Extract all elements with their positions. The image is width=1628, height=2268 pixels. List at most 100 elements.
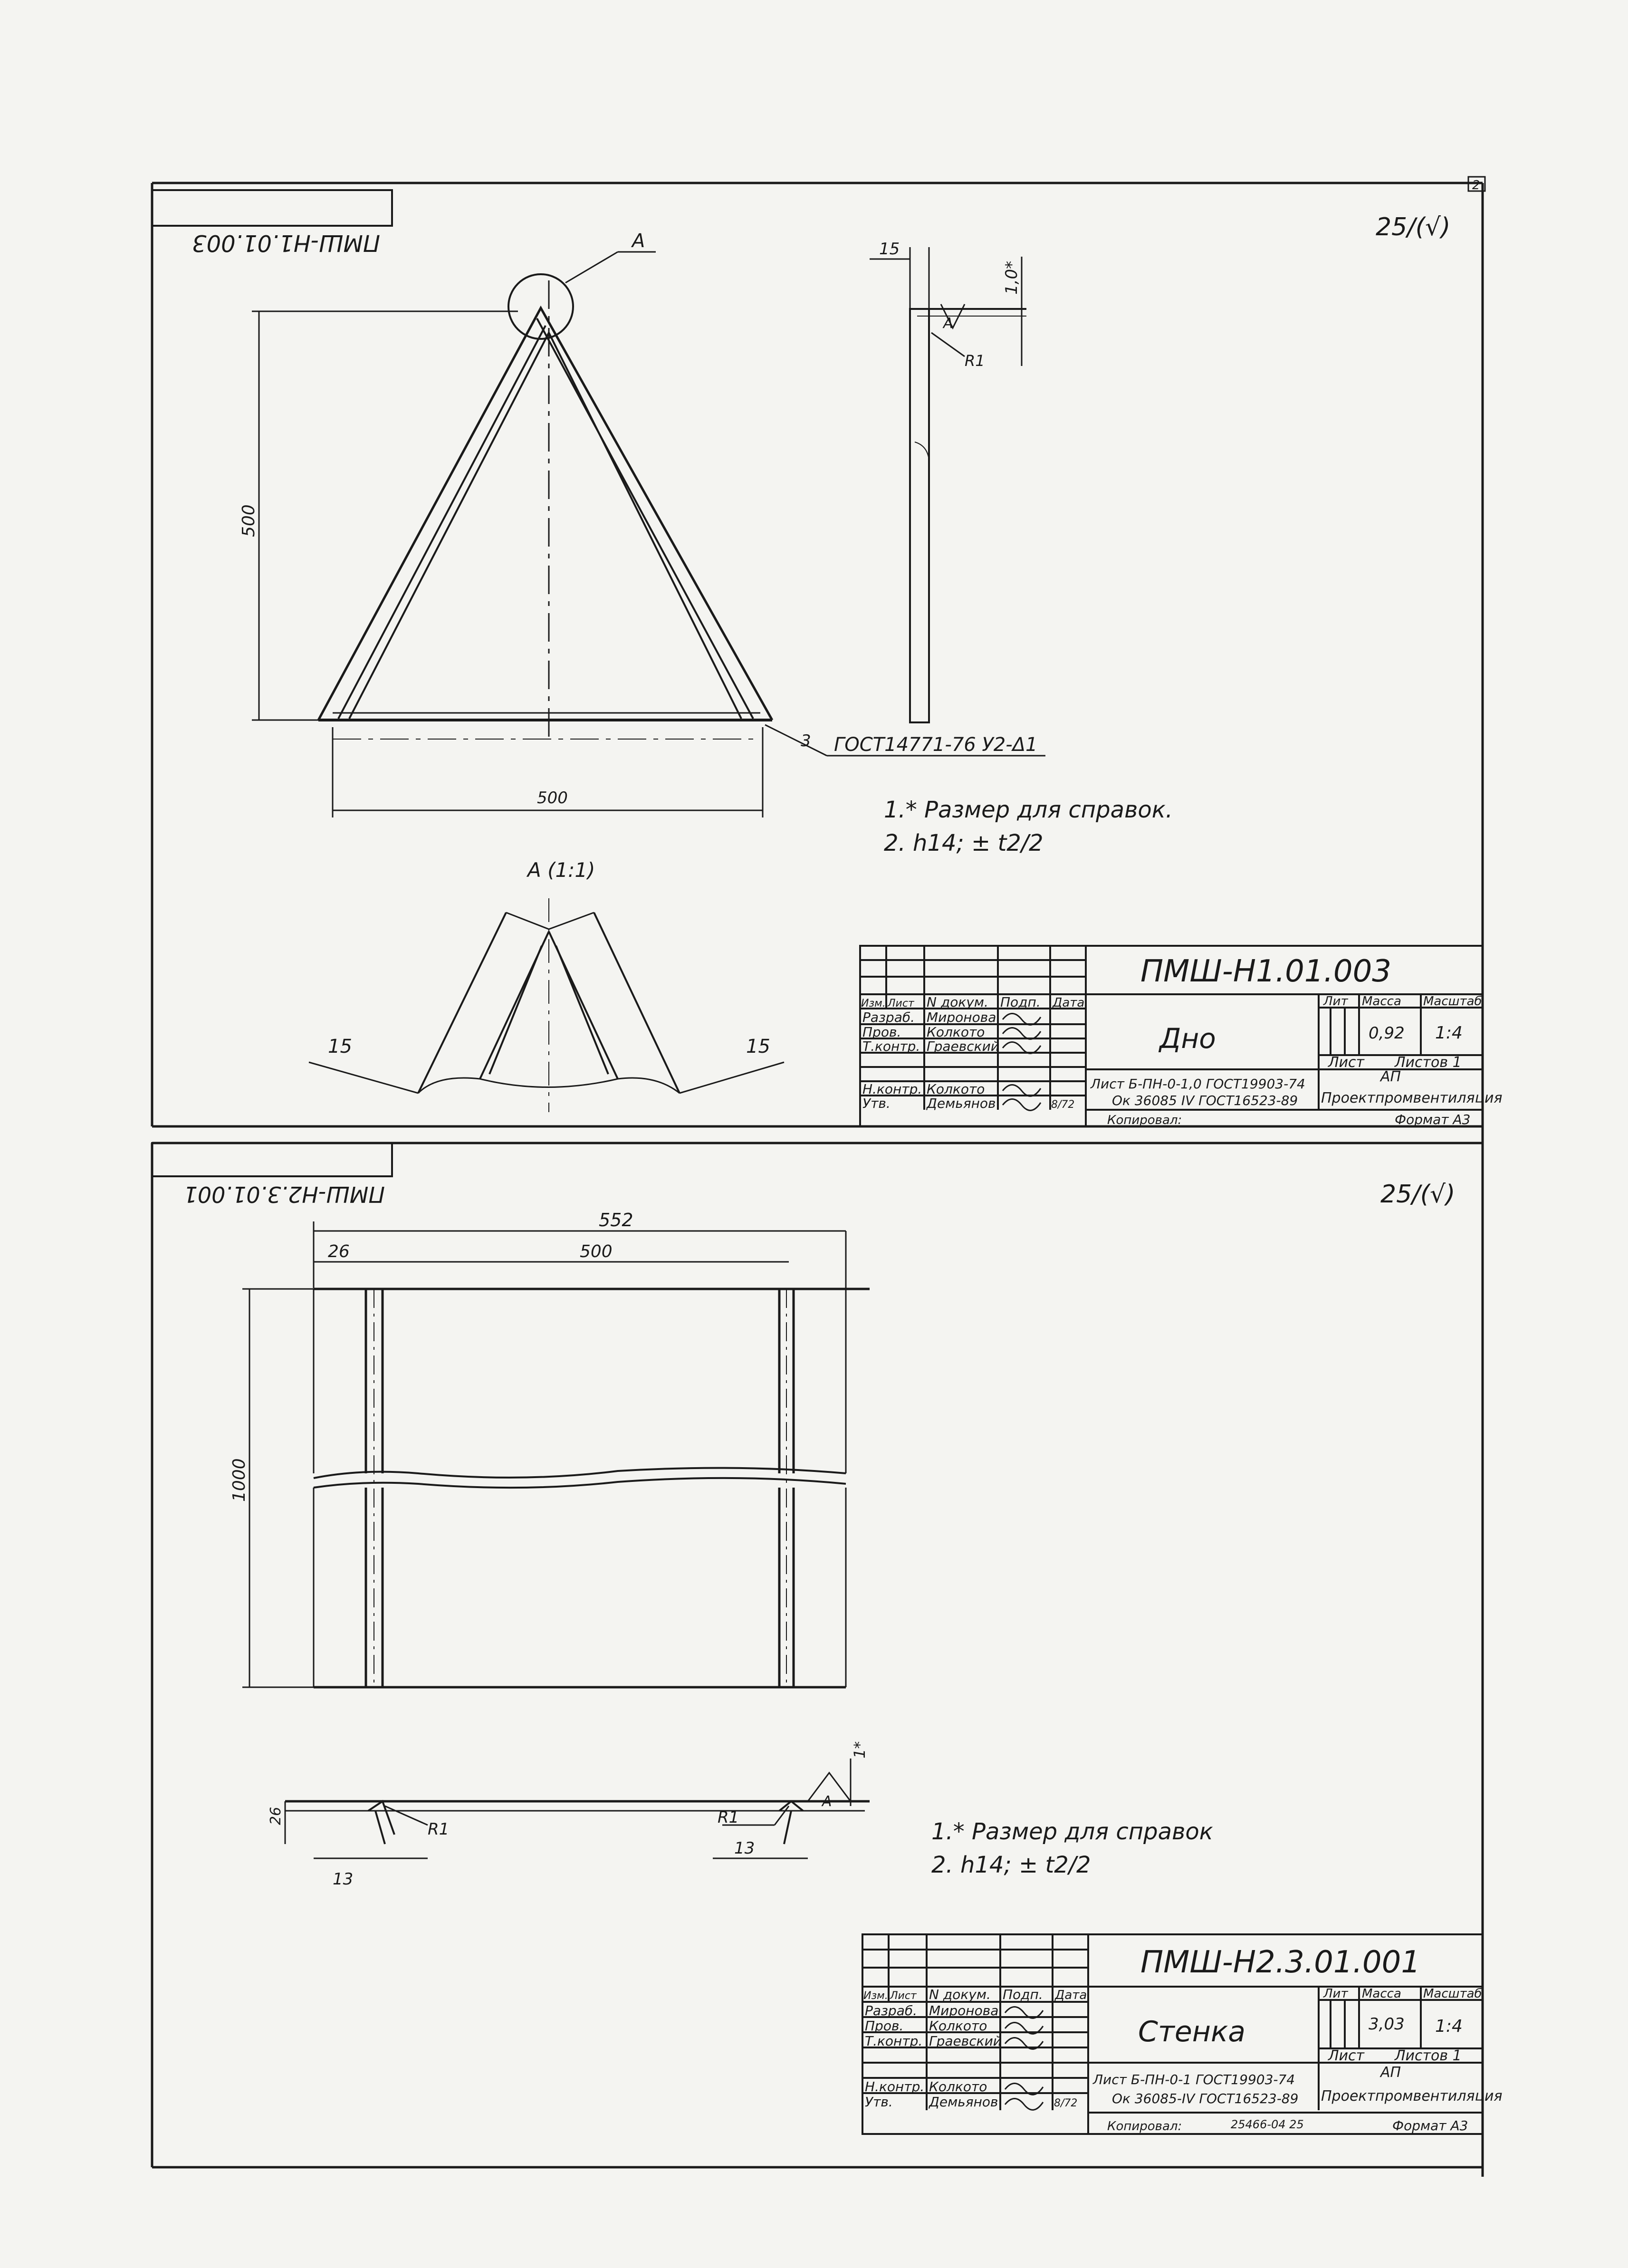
- tb1-col-doc: N докум.: [927, 994, 988, 1010]
- callout-a-label: А: [631, 230, 645, 252]
- tb2-scale: 1:4: [1435, 2017, 1463, 2036]
- tb1-code: ПМШ-Н1.01.003: [1140, 954, 1391, 989]
- sheet2-stamp-text: ПМШ-Н2.3.01.001: [184, 1182, 385, 1207]
- tb2-name: Стенка: [1138, 2015, 1245, 2048]
- profile-dim-13-left: 13: [333, 1870, 353, 1889]
- tb1-mass: 0,92: [1369, 1024, 1405, 1043]
- triangle-view: А 500 500 3 ГОСТ14771-76 У2-Δ1: [239, 230, 1045, 817]
- profile-dim-26: 26: [268, 1807, 284, 1825]
- tb1-material-2: Ок 36085 IV ГОСТ16523-89: [1112, 1093, 1298, 1108]
- tb1-role-1: Пров.: [862, 1024, 901, 1040]
- profile-a-mark: А: [821, 1793, 832, 1810]
- wall-dim-26: 26: [328, 1242, 350, 1261]
- tb2-col-list: Лист: [890, 1990, 917, 2002]
- tb2-col-sign: Подп.: [1003, 1987, 1043, 2002]
- tb2-code: ПМШ-Н2.3.01.001: [1140, 1945, 1420, 1980]
- wall-dim-552: 552: [599, 1210, 633, 1230]
- weld-note: ГОСТ14771-76 У2-Δ1: [834, 734, 1038, 756]
- tb2-role-5: Утв.: [865, 2094, 893, 2110]
- tb2-sheets-label: Листов 1: [1394, 2047, 1462, 2064]
- sheet2-note-2: 2. h14; ± t2/2: [931, 1852, 1091, 1878]
- triangle-width-dim: 500: [537, 788, 568, 807]
- tb1-hdr-scale: Масштаб: [1423, 994, 1482, 1009]
- tb2-material-1: Лист Б-ПН-0-1 ГОСТ19903-74: [1092, 2072, 1295, 2087]
- profile-r1-left: R1: [428, 1820, 449, 1839]
- detail-a-view: А (1:1) 15 15: [308, 858, 785, 1112]
- tb2-org: Проектпромвентиляция: [1321, 2088, 1503, 2105]
- tb1-hdr-mass: Масса: [1362, 994, 1401, 1009]
- tb1-format: Формат А3: [1395, 1112, 1470, 1127]
- triangle-height-dim: 500: [239, 504, 259, 537]
- tb2-role-1: Пров.: [865, 2018, 903, 2034]
- profile-dim-13-right: 13: [734, 1839, 755, 1858]
- tb2-role-2: Т.контр.: [865, 2033, 922, 2049]
- tb1-name-5: Демьянов: [926, 1096, 996, 1111]
- tb2-copied: Копировал:: [1107, 2119, 1182, 2133]
- corner-mark: 2: [1472, 178, 1480, 192]
- bottom-profile-view: 15 1,0* R1 А: [870, 240, 1026, 723]
- tb2-name-5: Демьянов: [928, 2094, 998, 2110]
- profile-a-mark: А: [942, 315, 953, 332]
- tb2-name-2: Граевский: [929, 2033, 1002, 2049]
- tb1-date: 8/72: [1051, 1099, 1074, 1111]
- profile-r1-right: R1: [718, 1808, 739, 1827]
- wall-profile-view: 26 R1 R1 13 13 А 1*: [268, 1741, 870, 1889]
- sheet2-note-1: 1.* Размер для справок: [931, 1818, 1213, 1845]
- sheet1-stamp-box: ПМШ-Н1.01.003: [151, 189, 393, 256]
- tb2-name-0: Миронова: [929, 2003, 998, 2018]
- tb2-sheet-label: Лист: [1328, 2047, 1365, 2064]
- sheet1-roughness: 25/(√): [1376, 213, 1450, 241]
- tb1-scale: 1:4: [1435, 1023, 1463, 1043]
- profile-radius: R1: [965, 352, 985, 370]
- tb1-sheets-label: Листов 1: [1394, 1054, 1462, 1071]
- tb1-col-list: Лист: [887, 998, 915, 1009]
- weld-number: 3: [801, 731, 811, 750]
- sheet1-note-1: 1.* Размер для справок.: [884, 797, 1173, 823]
- detail-a-title: А (1:1): [526, 858, 595, 882]
- tb2-date: 8/72: [1054, 2097, 1077, 2109]
- tb1-material-1: Лист Б-ПН-0-1,0 ГОСТ19903-74: [1090, 1076, 1305, 1092]
- profile-dim-15: 15: [879, 240, 900, 259]
- tb1-copied: Копировал:: [1107, 1113, 1182, 1127]
- tb2-material-2: Ок 36085-IV ГОСТ16523-89: [1112, 2091, 1298, 2106]
- sheet1-title-block: Изм. Лист N докум. Подп. Дата Разраб. Ми…: [859, 945, 1503, 1127]
- tb1-role-5: Утв.: [862, 1096, 891, 1111]
- tb1-name-1: Колкото: [927, 1024, 985, 1040]
- tb1-name-4: Колкото: [927, 1081, 985, 1097]
- tb2-name-4: Колкото: [929, 2079, 987, 2095]
- tb1-name: Дно: [1158, 1022, 1216, 1055]
- sheet2-title-block: Изм. Лист N докум. Подп. Дата Разраб. Ми…: [862, 1933, 1503, 2135]
- tb2-org-short: АП: [1379, 2064, 1401, 2081]
- tb2-name-1: Колкото: [929, 2018, 987, 2034]
- tb1-name-0: Миронова: [927, 1009, 996, 1025]
- tb1-hdr-lit: Лит: [1323, 994, 1348, 1009]
- tb2-col-izm: Изм.: [863, 1990, 888, 2002]
- tb1-col-sign: Подп.: [1000, 994, 1041, 1010]
- tb2-hdr-lit: Лит: [1323, 1987, 1348, 2001]
- tb2-copied-num: 25466-04 25: [1231, 2118, 1304, 2131]
- sheet2-stamp-box: ПМШ-Н2.3.01.001: [151, 1142, 393, 1207]
- sheet-2: ПМШ-Н2.3.01.001 25/(√) 552 500 26 1000: [151, 1142, 1503, 2135]
- tb2-mass: 3,03: [1369, 2015, 1405, 2034]
- tb2-col-doc: N докум.: [929, 1987, 991, 2002]
- sheet2-roughness: 25/(√): [1380, 1180, 1455, 1209]
- tb2-role-0: Разраб.: [865, 2003, 917, 2018]
- tb1-name-2: Граевский: [927, 1038, 999, 1054]
- tb1-sheet-label: Лист: [1328, 1054, 1365, 1071]
- tb1-col-izm: Изм.: [861, 998, 886, 1009]
- tb2-role-4: Н.контр.: [865, 2079, 924, 2095]
- tb1-org: Проектпромвентиляция: [1321, 1090, 1503, 1106]
- sheet1-note-2: 2. h14; ± t2/2: [884, 830, 1044, 856]
- wall-front-view: [313, 1288, 870, 1689]
- detail-dim-15-right: 15: [746, 1036, 770, 1057]
- tb1-org-short: АП: [1379, 1068, 1401, 1085]
- tb2-col-date: Дата: [1054, 1988, 1087, 2002]
- wall-dim-500: 500: [580, 1242, 613, 1261]
- tb1-role-4: Н.контр.: [862, 1081, 922, 1097]
- wall-dims: 552 500 26 1000: [230, 1210, 847, 1688]
- profile-1-mark: 1*: [851, 1741, 869, 1759]
- tb2-hdr-scale: Масштаб: [1423, 1987, 1482, 2001]
- tb1-role-2: Т.контр.: [862, 1038, 920, 1054]
- tb1-role-0: Разраб.: [862, 1009, 915, 1025]
